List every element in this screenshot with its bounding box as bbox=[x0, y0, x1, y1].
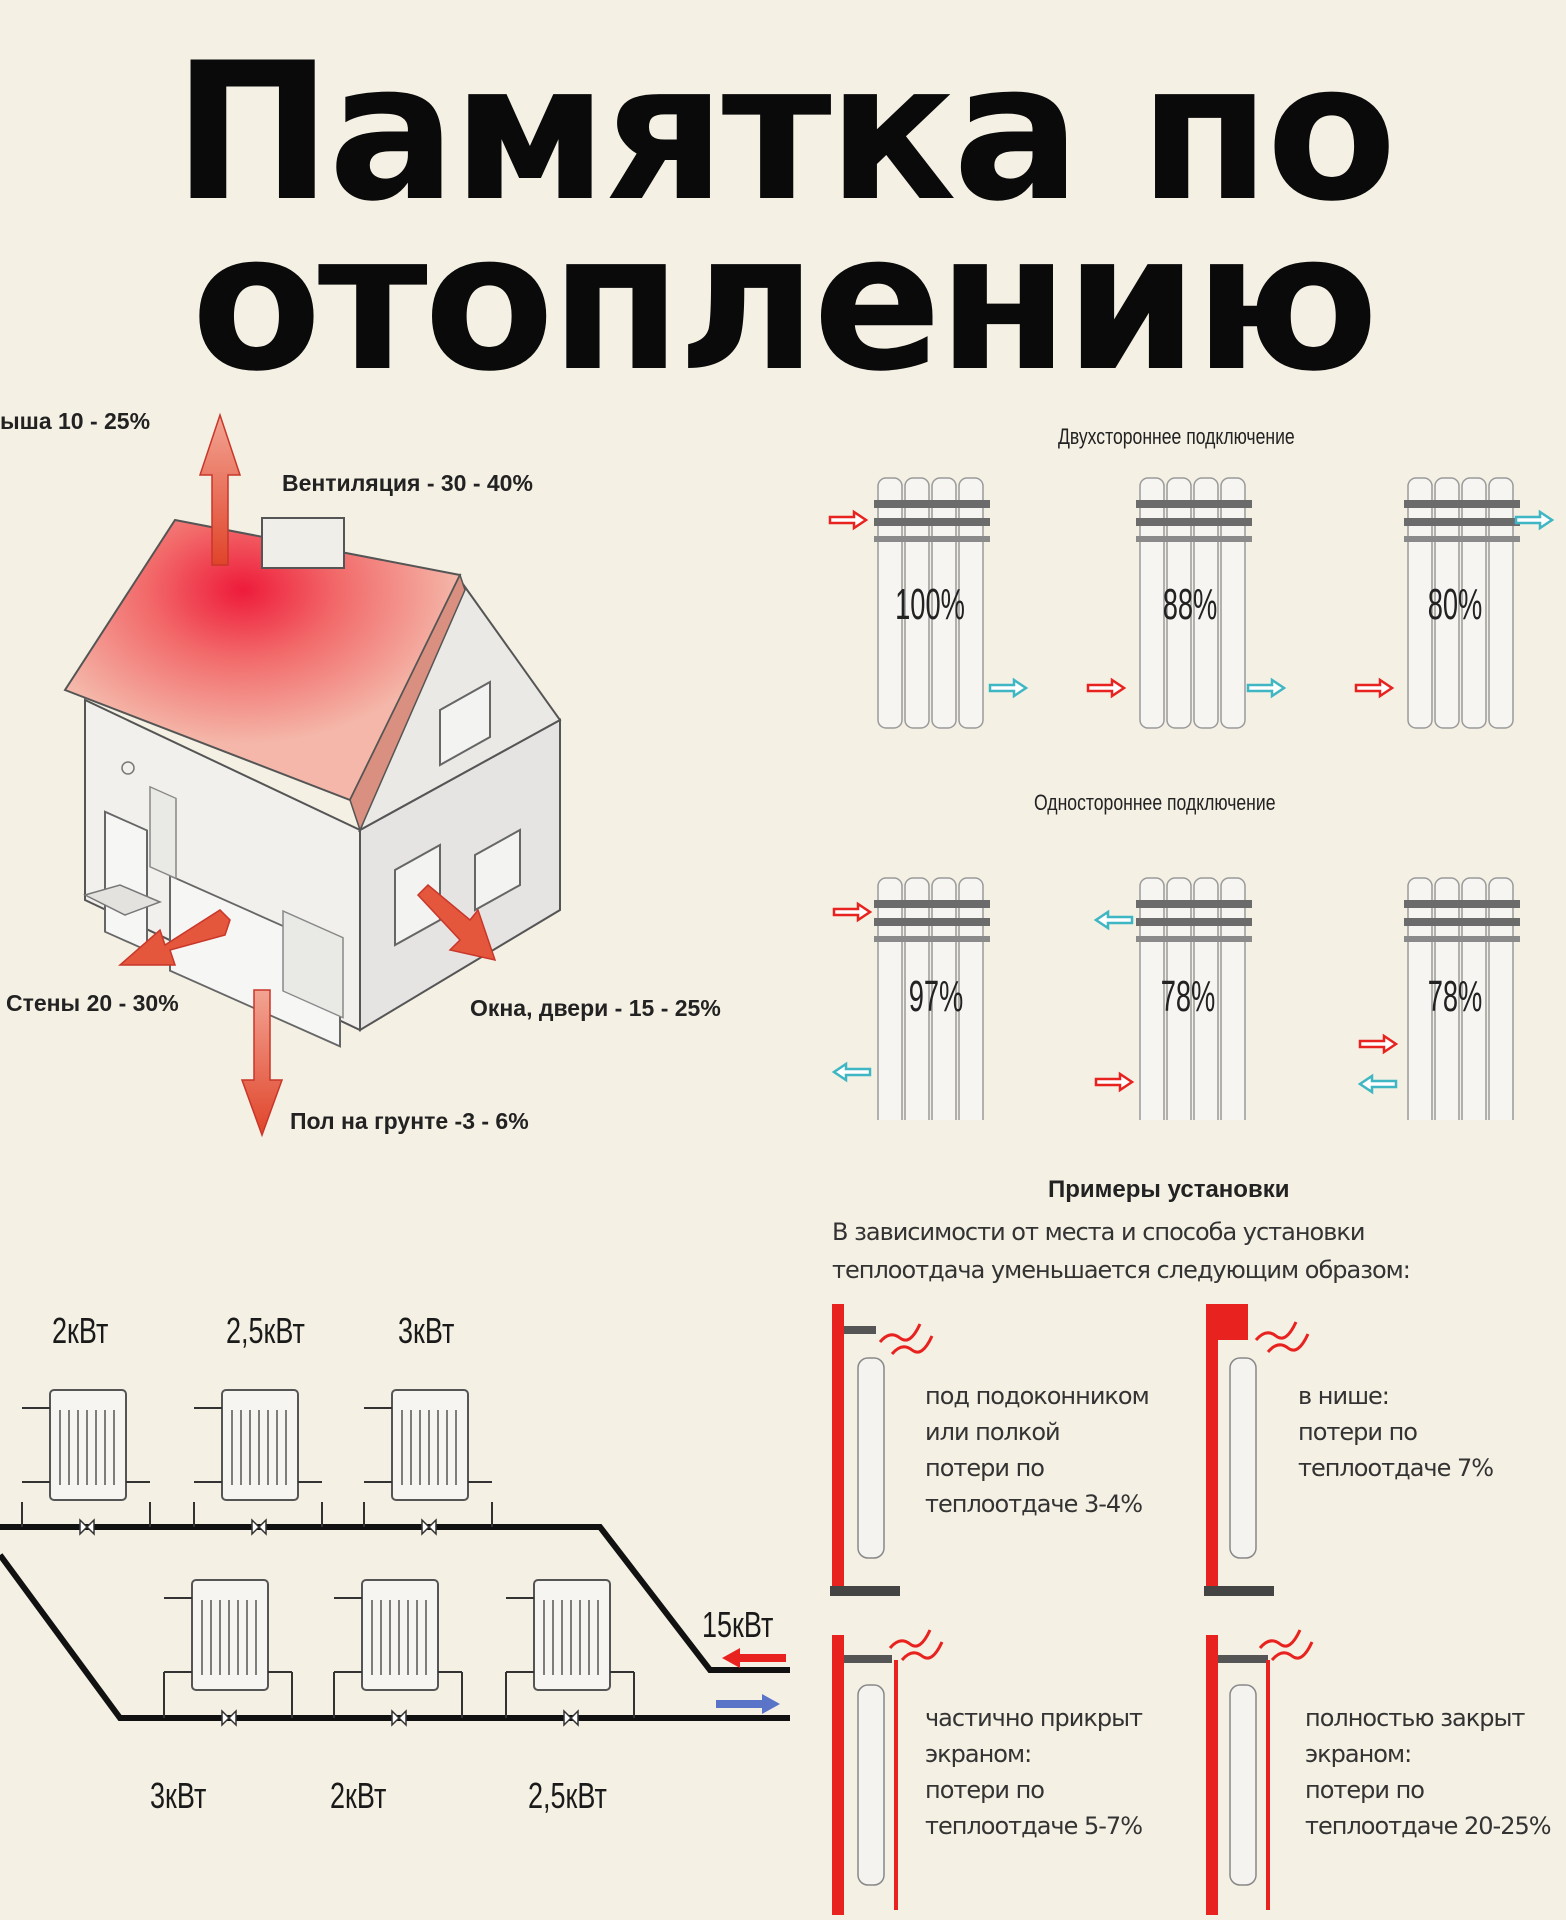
supply-arrow bbox=[1086, 677, 1127, 699]
supply-arrow bbox=[828, 509, 869, 531]
return-arrow bbox=[831, 1061, 872, 1083]
scheme-radiator-top-2 bbox=[194, 1389, 322, 1501]
one-sided-pct-3: 78% bbox=[1427, 972, 1483, 1021]
two-sided-pct-1: 100% bbox=[895, 580, 965, 629]
return-arrow bbox=[988, 677, 1029, 699]
window-loss-arrow bbox=[416, 883, 497, 962]
windows-loss-label: Окна, двери - 15 - 25% bbox=[470, 995, 721, 1021]
supply-arrow bbox=[1094, 1071, 1135, 1093]
radiator-two-sided-3 bbox=[1404, 477, 1520, 729]
supply-arrow bbox=[1354, 677, 1395, 699]
radiator-one-sided-3 bbox=[1404, 877, 1520, 1120]
install-case-3-text: частично прикрыт экраном: потери по тепл… bbox=[925, 1704, 1143, 1840]
scheme-radiator-top-1 bbox=[22, 1389, 150, 1501]
scheme-top-label-2: 2,5кВт bbox=[226, 1310, 305, 1351]
radiator-connection-grid bbox=[828, 477, 1555, 1120]
scheme-radiator-bottom-1 bbox=[164, 1579, 292, 1691]
house-heat-loss-diagram bbox=[63, 412, 562, 1138]
install-case-niche bbox=[1204, 1304, 1310, 1596]
install-heading: Примеры установки bbox=[1048, 1176, 1290, 1203]
supply-arrow bbox=[832, 901, 873, 923]
one-sided-pct-2: 78% bbox=[1160, 972, 1216, 1021]
title-line-2: отоплению bbox=[191, 192, 1379, 413]
scheme-total-label: 15кВт bbox=[702, 1604, 774, 1645]
roof-loss-arrow bbox=[198, 412, 242, 566]
supply-arrow bbox=[1358, 1033, 1399, 1055]
scheme-radiator-bottom-2 bbox=[334, 1579, 462, 1691]
walls-loss-label: Стены 20 - 30% bbox=[6, 990, 179, 1016]
house-chimney bbox=[261, 517, 345, 569]
scheme-radiator-bottom-3 bbox=[506, 1579, 634, 1691]
install-case-full-screen bbox=[1206, 1629, 1314, 1915]
radiator-one-sided-2 bbox=[1136, 877, 1252, 1120]
install-case-under-sill bbox=[830, 1304, 934, 1596]
install-case-1-text: под подоконником или полкой потери по те… bbox=[925, 1382, 1150, 1518]
scheme-bottom-label-3: 2,5кВт bbox=[528, 1775, 607, 1816]
supply-main-pipe bbox=[0, 1524, 790, 1673]
install-intro-1: В зависимости от места и способа установ… bbox=[832, 1218, 1365, 1246]
install-examples bbox=[830, 1304, 1314, 1915]
radiator-one-sided-1 bbox=[874, 877, 990, 1120]
wall-loss-arrow bbox=[118, 909, 231, 966]
two-sided-pct-3: 80% bbox=[1427, 580, 1483, 629]
install-case-partial-screen bbox=[832, 1629, 944, 1915]
one-sided-title: Одностороннее подключение bbox=[1034, 790, 1276, 815]
return-arrow bbox=[1246, 677, 1287, 699]
radiator-two-sided-2 bbox=[1136, 477, 1252, 729]
scheme-top-label-3: 3кВт bbox=[398, 1310, 455, 1351]
scheme-radiator-top-3 bbox=[364, 1389, 492, 1501]
one-sided-pct-1: 97% bbox=[908, 972, 964, 1021]
return-arrow bbox=[1093, 909, 1134, 931]
roof-loss-label: ыша 10 - 25% bbox=[0, 408, 151, 434]
install-case-2-text: в нише: потери по теплоотдаче 7% bbox=[1298, 1382, 1494, 1482]
return-arrow bbox=[1514, 509, 1555, 531]
scheme-top-label-1: 2кВт bbox=[52, 1310, 109, 1351]
install-case-4-text: полностью закрыт экраном: потери по тепл… bbox=[1305, 1704, 1552, 1840]
two-sided-title: Двухстороннее подключение bbox=[1058, 424, 1295, 449]
scheme-bottom-label-1: 3кВт bbox=[150, 1775, 207, 1816]
house-door bbox=[104, 810, 148, 952]
title-line-1: Памятка по bbox=[173, 22, 1397, 243]
install-intro-2: теплоотдача уменьшается следующим образо… bbox=[832, 1256, 1411, 1284]
floor-loss-label: Пол на грунте -3 - 6% bbox=[290, 1108, 529, 1134]
two-sided-pct-2: 88% bbox=[1162, 580, 1218, 629]
floor-loss-arrow bbox=[240, 989, 284, 1138]
heating-pipe-scheme bbox=[0, 1389, 790, 1727]
flow-in-arrow bbox=[722, 1648, 786, 1668]
return-arrow bbox=[1357, 1073, 1398, 1095]
ventilation-loss-label: Вентиляция - 30 - 40% bbox=[282, 470, 533, 496]
radiator-two-sided-1 bbox=[874, 477, 990, 729]
scheme-bottom-label-2: 2кВт bbox=[330, 1775, 387, 1816]
flow-out-arrow bbox=[716, 1694, 780, 1714]
